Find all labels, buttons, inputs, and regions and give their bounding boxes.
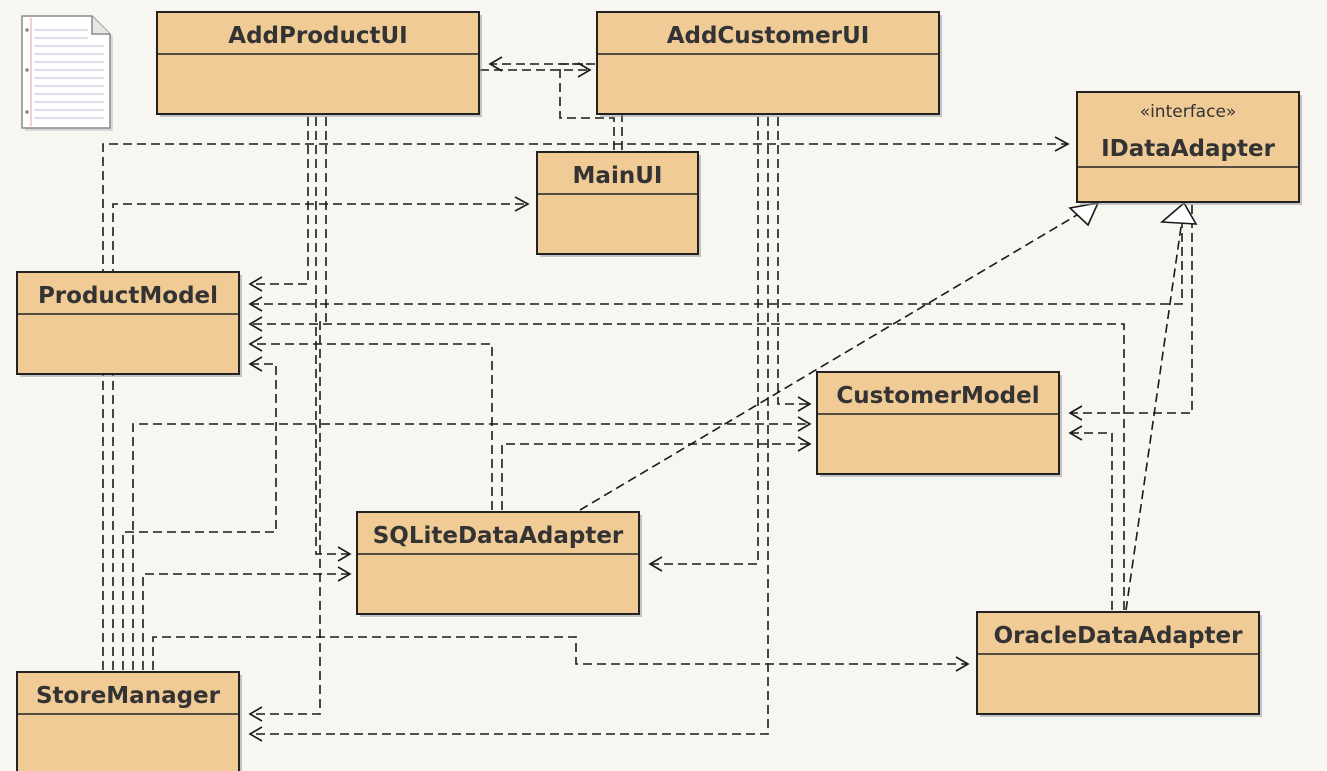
class-mainui[interactable]: MainUI (536, 151, 701, 257)
class-oracledataadapter[interactable]: OracleDataAdapter (976, 611, 1262, 717)
class-boxes: AddProductUI AddCustomerUI «interface» IDat… (16, 11, 1302, 771)
class-name: StoreManager (36, 683, 221, 709)
dep-sqlite-productmodel (250, 343, 493, 510)
dep-mainui-addcustomerui (559, 63, 615, 150)
class-box (16, 671, 240, 771)
dep-idataadapter-productmodel (250, 205, 1183, 305)
class-box (816, 371, 1060, 475)
class-box (356, 511, 640, 615)
dep-productmodel-mainui (112, 203, 528, 670)
dep-addproductui-storemanager (250, 117, 327, 715)
class-addcustomerui[interactable]: AddCustomerUI (596, 11, 942, 117)
connectors (102, 56, 1198, 742)
class-idataadapter[interactable]: «interface» IDataAdapter (1076, 91, 1302, 205)
dep-storemanager-productmodel (122, 363, 277, 670)
class-box (536, 151, 699, 255)
class-name: SQLiteDataAdapter (373, 523, 624, 549)
dep-sqlite-customermodel (501, 443, 810, 510)
class-name: AddProductUI (228, 23, 407, 49)
class-addproductui[interactable]: AddProductUI (156, 11, 482, 117)
dep-oracle-customermodel (1070, 432, 1113, 610)
class-name: AddCustomerUI (667, 23, 870, 49)
dep-addproductui-sqlite (315, 117, 350, 555)
dep-productmodel-idataadapter (102, 143, 1068, 670)
class-name: CustomerModel (836, 383, 1039, 409)
realize-oracle-idataadapter (1125, 219, 1183, 611)
class-customermodel[interactable]: CustomerModel (816, 371, 1062, 477)
class-sqlitedataadapter[interactable]: SQLiteDataAdapter (356, 511, 642, 617)
class-box (1076, 91, 1300, 203)
class-storemanager[interactable]: StoreManager (16, 671, 242, 771)
class-box (596, 11, 940, 115)
document-note-icon (21, 15, 113, 131)
dep-oracle-productmodel (250, 323, 1125, 610)
dep-addcustomerui-customermodel (777, 117, 810, 405)
dep-addcustomerui-sqlite (650, 117, 759, 565)
class-stereotype: «interface» (1140, 102, 1237, 122)
dep-storemanager-oracle (152, 636, 968, 670)
dep-addcustomerui-storemanager (250, 117, 769, 735)
class-box (156, 11, 480, 115)
class-box (16, 271, 240, 375)
class-name: IDataAdapter (1101, 136, 1276, 162)
class-name: MainUI (573, 163, 663, 189)
class-productmodel[interactable]: ProductModel (16, 271, 242, 377)
class-name: OracleDataAdapter (994, 623, 1244, 649)
class-name: ProductModel (38, 283, 218, 309)
dep-idataadapter-customermodel (1070, 205, 1193, 414)
dep-storemanager-customermodel (132, 423, 810, 670)
dep-addproductui-productmodel (250, 117, 309, 285)
dep-storemanager-sqlite (142, 573, 350, 670)
class-box (976, 611, 1260, 715)
